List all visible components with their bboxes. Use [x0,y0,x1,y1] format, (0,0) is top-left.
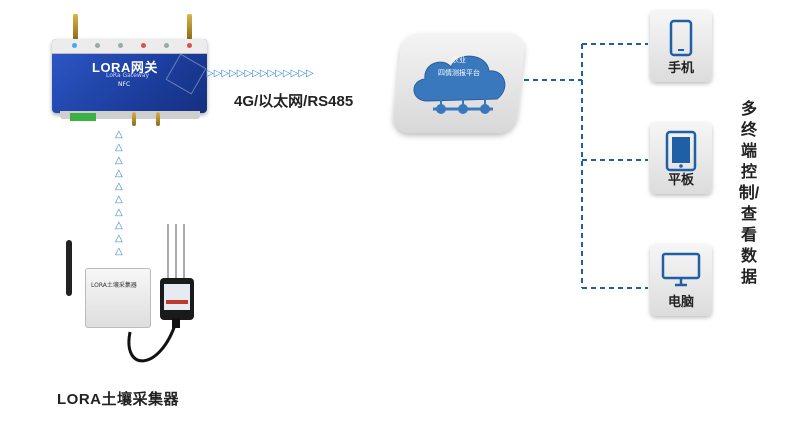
side-caption: 多终端控制/查看数据 [738,101,760,286]
sensor-antenna-icon [66,240,72,296]
arrow-up-icon: △ [115,233,123,244]
gateway-title: LORA网关 [92,60,158,75]
sensor-enclosure [85,268,151,328]
dashed-connectors [524,43,648,289]
antenna-icon [187,14,192,40]
device-label-phone: 手机 [667,60,694,75]
hexagon-decoration-icon [165,53,207,95]
antenna-icon [73,14,78,40]
sensor-box-text: LORA土壤采集器 [91,282,137,289]
arrow-up-icon: △ [115,168,123,179]
soil-probe-icon [127,224,194,363]
arrow-up-icon: △ [115,207,123,218]
arrow-up-icon: △ [115,155,123,166]
gateway-nfc-label: NFC [118,81,131,88]
arrow-up-icon: △ [115,142,123,153]
arrow-right-icon: ▷▷▷▷▷▷▷▷▷▷▷▷▷▷ [206,68,314,79]
tablet-icon [665,130,697,172]
gateway-body: LORA网关 LoRa Gateway NFC [52,39,207,113]
arrow-up-icon: △ [115,220,123,231]
cloud-text-line1: 农业 [452,56,466,64]
cloud-text-line2: 四情测报平台 [438,69,480,77]
device-label-tablet: 平板 [667,172,694,187]
device-label-computer: 电脑 [667,294,694,309]
arrow-up-icon: △ [115,246,123,257]
device-tile-tablet: 平板 [650,122,712,194]
gateway-subtitle: LoRa Gateway [106,72,150,79]
monitor-icon [661,252,701,287]
sensor-label: LORA土壤采集器 [57,391,179,408]
gateway-base [60,111,200,119]
device-tile-computer: 电脑 [650,244,712,316]
cloud-platform-icon [413,55,506,114]
arrow-up-icon: △ [115,194,123,205]
connection-label: 4G/以太网/RS485 [234,93,354,110]
antenna-connector-icon [156,112,160,126]
device-tile-phone: 手机 [650,10,712,82]
phone-icon [669,19,693,57]
terminal-block [70,113,96,121]
arrow-up-icon: △ [115,181,123,192]
arrow-up-icon: △ [115,129,123,140]
antenna-connector-icon [132,112,136,126]
gateway-led-strip [52,39,207,54]
